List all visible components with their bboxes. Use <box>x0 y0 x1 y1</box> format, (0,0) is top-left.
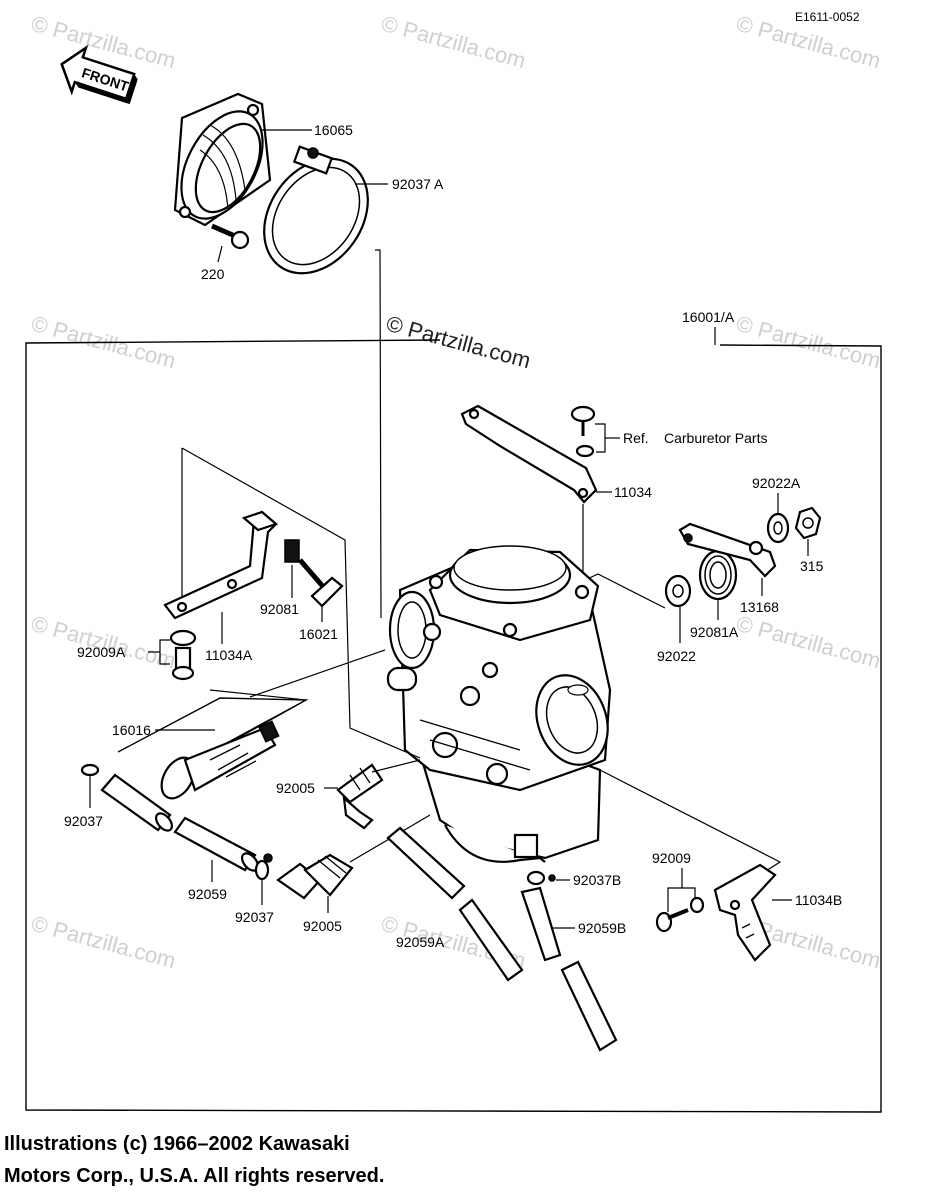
watermark: © Partzilla.com <box>734 611 884 674</box>
watermark: © Partzilla.com <box>379 11 529 74</box>
watermark: © Partzilla.com <box>29 611 179 674</box>
carburetor-body <box>386 545 612 863</box>
label-13168: 13168 <box>740 599 779 615</box>
fitting-92005-a <box>336 763 384 830</box>
copyright-line-2: Motors Corp., U.S.A. All rights reserved… <box>4 1165 385 1187</box>
screw-92009a <box>169 629 197 681</box>
clip-92037-a <box>80 763 100 777</box>
label-16021: 16021 <box>299 626 338 642</box>
label-16065: 16065 <box>314 122 353 138</box>
diagram-code: E1611-0052 <box>795 10 860 24</box>
label-11034: 11034 <box>614 484 652 500</box>
spring-92081 <box>284 539 300 563</box>
label-92081: 92081 <box>260 601 299 617</box>
clip-92037-b <box>254 853 273 881</box>
watermark: © Partzilla.com <box>734 311 884 374</box>
label-16016: 16016 <box>112 722 151 738</box>
label-92037a: 92037 A <box>392 176 444 192</box>
label-92005-a: 92005 <box>276 780 315 796</box>
hose-left-upper <box>100 773 174 832</box>
label-ref: Ref. <box>623 430 649 446</box>
label-92022: 92022 <box>657 648 696 664</box>
label-92037-b: 92037 <box>235 909 274 925</box>
label-11034b: 11034B <box>795 892 842 908</box>
copyright-line-1: Illustrations (c) 1966–2002 Kawasaki <box>4 1133 350 1155</box>
watermark-main: © Partzilla.com <box>384 311 534 374</box>
label-92081a: 92081A <box>690 624 739 640</box>
watermark: © Partzilla.com <box>29 911 179 974</box>
hose-92059b <box>520 886 618 1052</box>
clamp-92037a <box>263 145 369 275</box>
ref-screw <box>570 405 596 458</box>
intake-holder-16065 <box>173 92 272 227</box>
washer-92022a <box>766 512 790 544</box>
label-92037b: 92037B <box>573 872 621 888</box>
nut-315 <box>794 506 822 540</box>
screw-220 <box>211 223 250 250</box>
label-16001a: 16001/A <box>682 309 735 325</box>
copyright-notice: Illustrations (c) 1966–2002 Kawasaki Mot… <box>4 1128 384 1192</box>
bracket-11034b <box>713 863 777 962</box>
label-92009a: 92009A <box>77 644 126 660</box>
bracket-11034 <box>460 404 598 504</box>
clip-92037b <box>526 870 556 886</box>
bracket-11034a <box>163 510 279 620</box>
label-11034a: 11034A <box>205 647 253 663</box>
choke-plunger-16016 <box>160 720 280 800</box>
fitting-92005-b <box>276 853 354 900</box>
label-315: 315 <box>800 558 824 574</box>
label-carburetor-parts: Carburetor Parts <box>664 430 767 446</box>
label-92009: 92009 <box>652 850 691 866</box>
watermark: © Partzilla.com <box>734 11 884 74</box>
screw-16021 <box>298 558 344 608</box>
label-92037-a: 92037 <box>64 813 103 829</box>
spring-92081a <box>678 522 777 601</box>
hose-92059 <box>173 816 260 872</box>
label-92059b: 92059B <box>578 920 626 936</box>
label-92059: 92059 <box>188 886 227 902</box>
screw-92009 <box>655 896 705 933</box>
front-arrow-icon: FRONT <box>60 44 138 105</box>
hose-92059a <box>386 826 524 982</box>
label-92005-b: 92005 <box>303 918 342 934</box>
label-92022a: 92022A <box>752 475 801 491</box>
washer-92022 <box>664 574 692 608</box>
label-92059a: 92059A <box>396 934 445 950</box>
label-220: 220 <box>201 266 225 282</box>
